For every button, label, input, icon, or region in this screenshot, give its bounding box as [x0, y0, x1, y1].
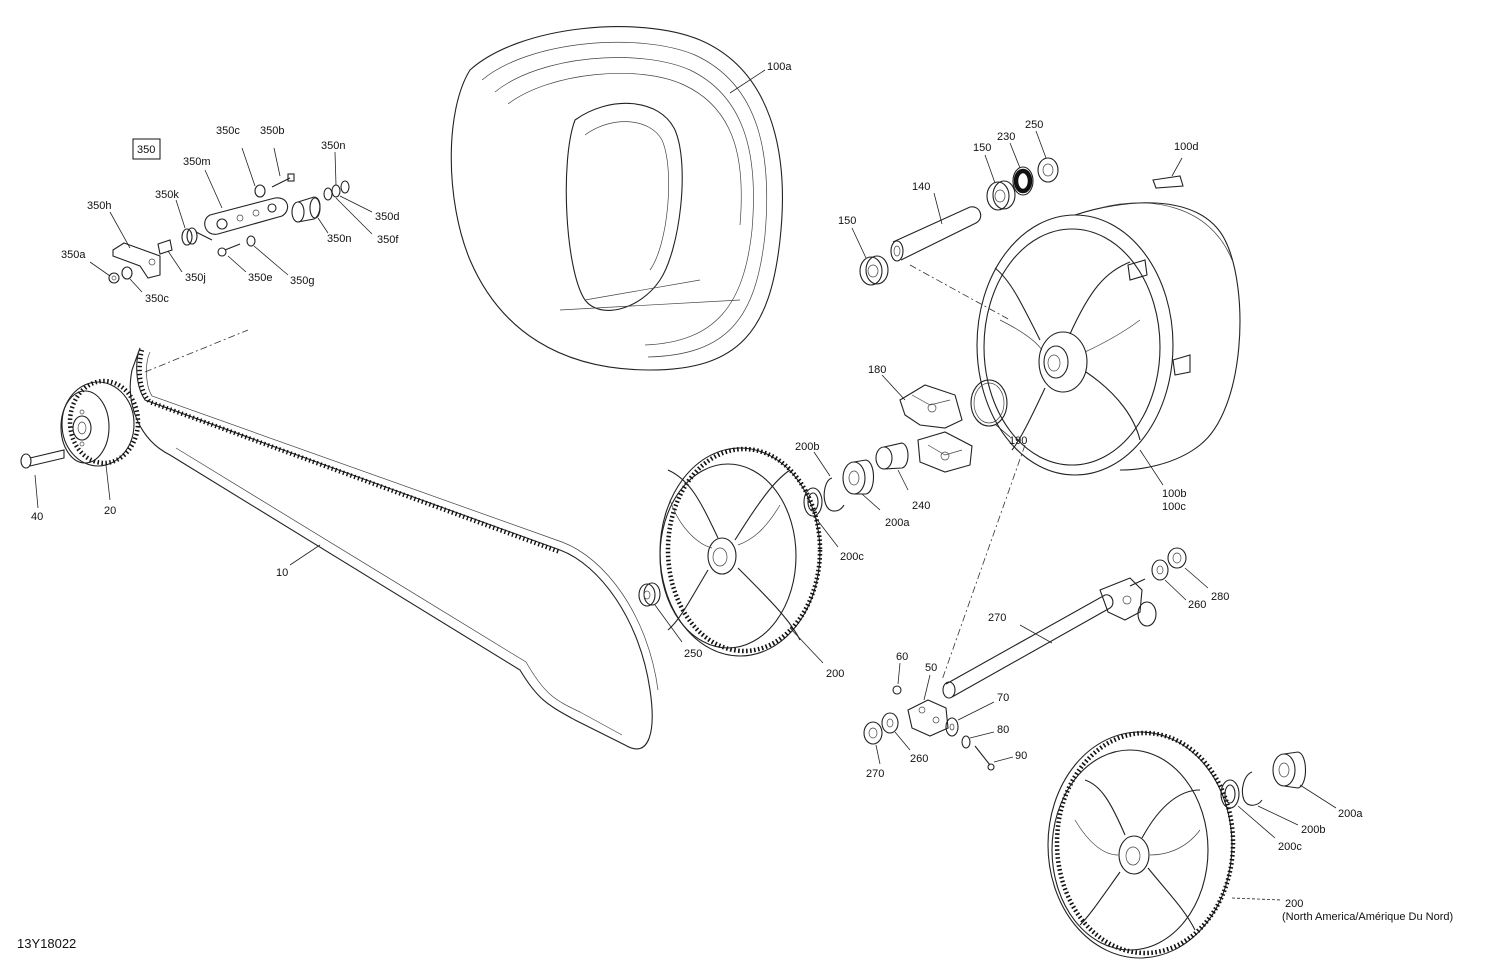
valve-100d[interactable]	[1152, 175, 1184, 189]
spacer-350n[interactable]	[323, 180, 350, 201]
label-200c-bottom: 200c	[1278, 841, 1302, 853]
bushing-350j[interactable]	[157, 239, 173, 255]
wheel-rim-100b-100c[interactable]	[976, 202, 1241, 476]
label-350a: 350a	[61, 249, 86, 261]
nut-270-bottom[interactable]	[863, 721, 883, 745]
bearing-200a-middle[interactable]	[842, 459, 875, 495]
label-150-top: 150	[973, 142, 991, 154]
label-200b-middle: 200b	[795, 441, 819, 453]
bolt-90[interactable]	[974, 745, 995, 771]
bolt-40[interactable]	[20, 449, 65, 469]
label-90: 90	[1015, 750, 1027, 762]
spacer-250-top[interactable]	[1037, 157, 1059, 183]
label-200-bottom: 200	[1285, 898, 1303, 910]
label-350e: 350e	[248, 272, 272, 284]
seal-200c-bottom[interactable]	[1220, 779, 1240, 809]
label-10: 10	[276, 567, 288, 579]
label-350m: 350m	[183, 156, 211, 168]
label-150-left: 150	[838, 215, 856, 227]
axle-tube-140[interactable]	[890, 206, 982, 262]
washer-350c-top[interactable]	[254, 184, 266, 198]
bearing-150-top[interactable]	[986, 180, 1016, 211]
seal-200c-middle[interactable]	[803, 487, 823, 517]
label-260-right: 260	[1188, 599, 1206, 611]
label-200c-middle: 200c	[840, 551, 864, 563]
label-50: 50	[925, 662, 937, 674]
label-350k: 350k	[155, 189, 179, 201]
circlip-200b-middle[interactable]	[823, 477, 845, 512]
label-140: 140	[912, 181, 930, 193]
sprocket-200-middle[interactable]	[659, 446, 823, 657]
label-20: 20	[104, 505, 116, 517]
label-350f: 350f	[377, 234, 399, 246]
washer-70[interactable]	[945, 717, 959, 737]
label-100c: 100c	[1162, 501, 1186, 513]
drive-pulley-20[interactable]	[60, 378, 141, 467]
label-240: 240	[912, 500, 930, 512]
label-350-box-text: 350	[137, 144, 155, 156]
bearing-200a-bottom[interactable]	[1272, 751, 1307, 789]
tire-100a[interactable]	[450, 26, 783, 371]
label-350c-top: 350c	[216, 125, 240, 137]
bracket-350h[interactable]	[112, 242, 161, 279]
label-40: 40	[31, 511, 43, 523]
label-280: 280	[1211, 591, 1229, 603]
label-350g: 350g	[290, 275, 314, 287]
label-200a-middle: 200a	[885, 517, 910, 529]
label-270-axle: 270	[988, 612, 1006, 624]
label-100d: 100d	[1174, 141, 1198, 153]
label-100b: 100b	[1162, 488, 1186, 500]
bearing-150-left[interactable]	[859, 255, 889, 286]
washer-260-right[interactable]	[1151, 559, 1169, 581]
label-350d: 350d	[375, 211, 399, 223]
label-350b: 350b	[260, 125, 284, 137]
nut-280[interactable]	[1167, 547, 1187, 569]
label-180: 180	[868, 364, 886, 376]
washer-350g[interactable]	[246, 235, 256, 247]
circlip-200b-bottom[interactable]	[1241, 771, 1263, 806]
cushion-drive-180[interactable]	[899, 384, 973, 473]
label-250-middle: 250	[684, 648, 702, 660]
pulley-350n[interactable]	[291, 196, 321, 223]
bolt-350b[interactable]	[271, 173, 295, 188]
label-350n-mid: 350n	[327, 233, 351, 245]
seal-230[interactable]	[1012, 166, 1034, 196]
rear-axle-270[interactable]	[942, 577, 1157, 699]
label-350c-bottom: 350c	[145, 293, 169, 305]
spacer-250-middle[interactable]	[638, 582, 661, 607]
label-70: 70	[997, 692, 1009, 704]
sprocket-200-north-america[interactable]	[1047, 730, 1236, 959]
label-200-bottom-note: (North America/Amérique Du Nord)	[1282, 911, 1453, 923]
label-270-bottom: 270	[866, 768, 884, 780]
bolt-350e[interactable]	[217, 243, 241, 257]
label-100a: 100a	[767, 61, 792, 73]
label-200-middle: 200	[826, 668, 844, 680]
figure-code: 13Y18022	[17, 936, 76, 951]
label-350h: 350h	[87, 200, 111, 212]
label-350j: 350j	[185, 272, 206, 284]
label-260-bottom: 260	[910, 753, 928, 765]
label-350n-top: 350n	[321, 140, 345, 152]
label-250-top: 250	[1025, 119, 1043, 131]
hub-sleeve-240[interactable]	[875, 442, 909, 470]
washer-80[interactable]	[961, 735, 971, 749]
spring-350k[interactable]	[181, 227, 213, 246]
nut-350a[interactable]	[108, 272, 120, 284]
label-60: 60	[896, 651, 908, 663]
washer-260-bottom[interactable]	[881, 712, 899, 734]
label-200a-bottom: 200a	[1338, 808, 1363, 820]
o-ring-190[interactable]	[970, 379, 1008, 427]
label-80: 80	[997, 724, 1009, 736]
eccentric-clamp-50[interactable]	[907, 699, 949, 737]
washer-350c-bottom[interactable]	[121, 266, 133, 280]
label-230: 230	[997, 131, 1015, 143]
nut-60[interactable]	[892, 685, 902, 695]
drive-belt-10[interactable]	[129, 347, 659, 750]
label-200b-bottom: 200b	[1301, 824, 1325, 836]
label-box-350	[132, 138, 161, 160]
tensioner-arm-350m[interactable]	[204, 197, 289, 235]
